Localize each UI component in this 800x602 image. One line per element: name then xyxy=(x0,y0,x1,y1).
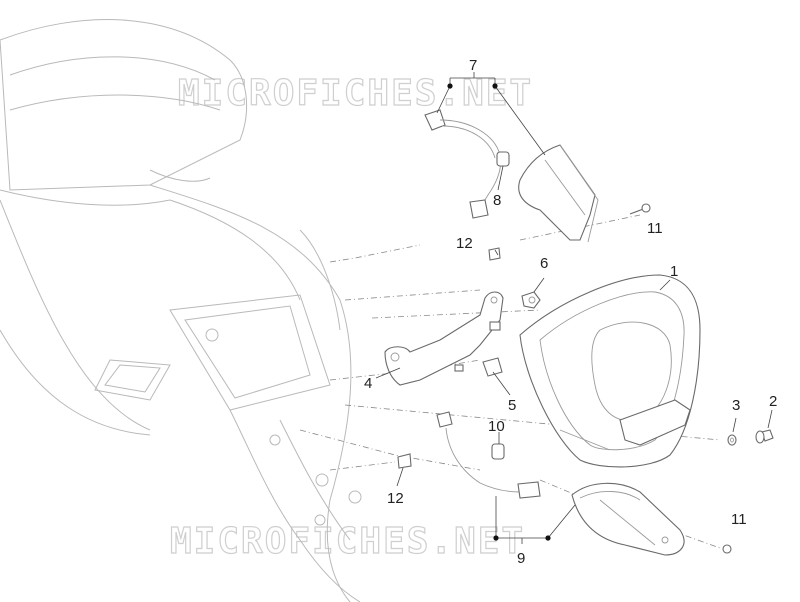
part-11-screw-upper xyxy=(629,203,651,215)
callout-7: 7 xyxy=(469,57,477,74)
part-2-screw xyxy=(755,429,774,444)
part-1-tail-light xyxy=(519,274,701,468)
part-6-screw xyxy=(521,291,541,309)
callout-12-lower: 12 xyxy=(387,490,404,507)
callout-4: 4 xyxy=(364,375,372,392)
part-7-upper-lamp xyxy=(424,109,599,243)
scooter-rear-body xyxy=(0,19,362,602)
leader-dot xyxy=(493,535,499,541)
callout-3: 3 xyxy=(732,397,740,414)
part-10-bulb xyxy=(491,443,505,460)
watermark-top: MICROFICHES.NET xyxy=(178,73,533,114)
part-8-bulb xyxy=(496,151,510,167)
leader-lines xyxy=(375,72,773,544)
part-12-nut-upper xyxy=(488,247,501,261)
part-11-screw-lower xyxy=(722,544,732,554)
part-5-clip xyxy=(482,357,503,377)
callout-11-upper: 11 xyxy=(647,220,663,237)
part-9-lower-lamp xyxy=(436,411,685,556)
callout-2: 2 xyxy=(769,393,777,410)
callout-10: 10 xyxy=(488,418,505,435)
part-4-bracket xyxy=(384,291,504,386)
leader-dot xyxy=(545,535,551,541)
callout-6: 6 xyxy=(540,255,548,272)
callout-12-upper: 12 xyxy=(456,235,473,252)
leader-dot xyxy=(447,83,453,89)
part-12-nut-lower xyxy=(397,453,412,469)
leader-dot xyxy=(492,83,498,89)
callout-9: 9 xyxy=(517,550,525,567)
callout-8: 8 xyxy=(493,192,501,209)
callout-11-lower: 11 xyxy=(731,511,747,528)
callout-1: 1 xyxy=(670,263,678,280)
watermark-bottom: MICROFICHES.NET xyxy=(170,521,525,562)
part-3-washer xyxy=(727,434,737,446)
callout-labels: 1 2 3 4 5 6 7 8 9 10 11 11 12 12 xyxy=(364,57,777,567)
callout-5: 5 xyxy=(508,397,516,414)
